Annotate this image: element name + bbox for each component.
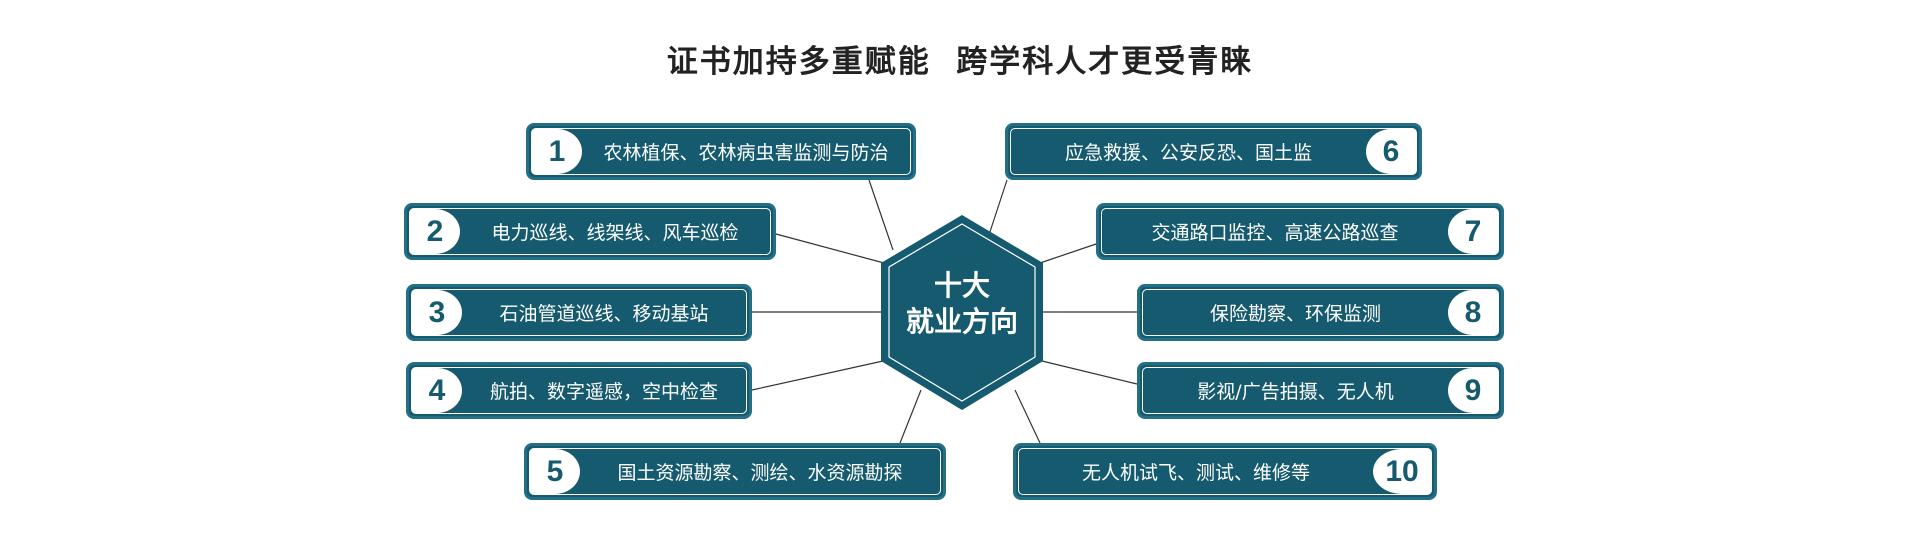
item-text: 石油管道巡线、移动基站 [499, 303, 709, 325]
center-label: 十大 就业方向 [882, 268, 1042, 340]
item-text: 农林植保、农林病虫害监测与防治 [603, 142, 889, 164]
connector-7 [1039, 243, 1097, 264]
direction-item-3: 3 石油管道巡线、移动基站 [406, 284, 752, 341]
direction-item-7: 交通路口监控、高速公路巡查 7 [1096, 203, 1504, 260]
item-text: 保险勘察、环保监测 [1209, 303, 1381, 325]
number-badge: 3 [412, 290, 462, 335]
direction-item-10: 无人机试飞、测试、维修等 10 [1013, 443, 1437, 500]
item-text: 交通路口监控、高速公路巡查 [1151, 222, 1399, 244]
page-title: 证书加持多重赋能 跨学科人才更受青睐 [666, 44, 1254, 80]
connector-1 [868, 179, 894, 251]
direction-item-2: 2 电力巡线、线架线、风车巡检 [404, 203, 776, 260]
number-badge: 9 [1448, 368, 1498, 413]
item-text: 航拍、数字遥感，空中检查 [489, 381, 718, 403]
item-text: 影视/广告拍摄、无人机 [1197, 381, 1394, 403]
number-badge: 5 [530, 449, 580, 494]
direction-item-4: 4 航拍、数字遥感，空中检查 [406, 362, 752, 419]
item-text: 应急救援、公安反恐、国土监 [1064, 142, 1312, 164]
item-text: 无人机试飞、测试、维修等 [1081, 462, 1310, 484]
connector-5 [899, 389, 922, 444]
number-badge: 8 [1448, 290, 1498, 335]
direction-item-1: 1 农林植保、农林病虫害监测与防治 [526, 123, 916, 180]
direction-item-8: 保险勘察、环保监测 8 [1137, 284, 1504, 341]
connector-9 [1041, 360, 1138, 385]
number-badge: 2 [410, 209, 460, 254]
connector-4 [751, 360, 884, 391]
number-badge: 7 [1448, 209, 1498, 254]
connector-2 [775, 233, 885, 264]
number-badge: 6 [1366, 129, 1416, 174]
number-badge: 10 [1373, 449, 1431, 494]
connector-10 [1014, 389, 1041, 444]
center-line-1: 十大 [933, 269, 990, 302]
item-text: 国土资源勘察、测绘、水资源勘探 [617, 462, 903, 484]
center-line-2: 就业方向 [905, 305, 1018, 338]
direction-item-9: 影视/广告拍摄、无人机 9 [1137, 362, 1504, 419]
direction-item-6: 应急救援、公安反恐、国土监 6 [1005, 123, 1422, 180]
item-text: 电力巡线、线架线、风车巡检 [491, 222, 739, 244]
number-badge: 4 [412, 368, 462, 413]
direction-item-5: 5 国土资源勘察、测绘、水资源勘探 [524, 443, 946, 500]
number-badge: 1 [532, 129, 582, 174]
